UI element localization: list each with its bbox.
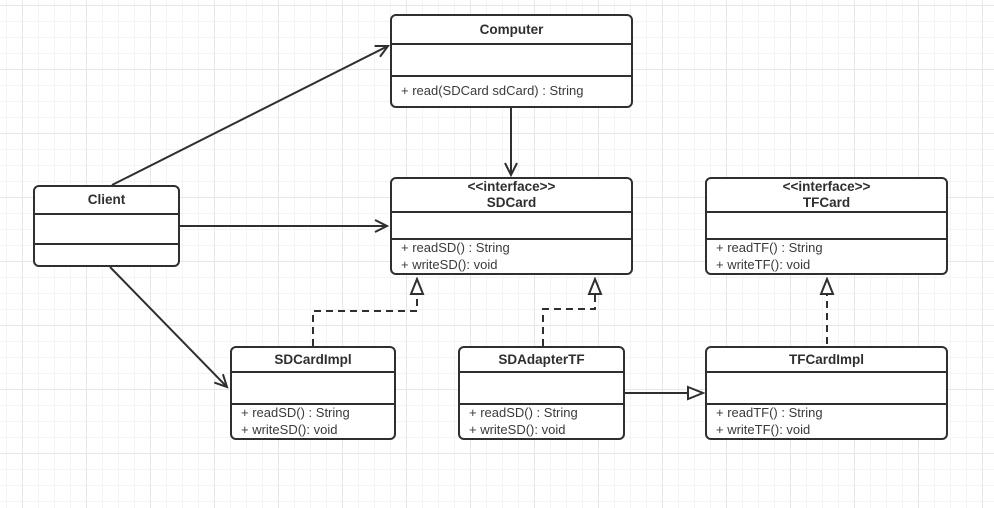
stereotype-label: <<interface>> [782, 179, 871, 194]
method-item: + writeTF(): void [716, 421, 811, 437]
attributes-section [232, 373, 394, 405]
class-title: Computer [392, 16, 631, 45]
method-item: + writeSD(): void [401, 256, 498, 272]
class-computer[interactable]: Computer + read(SDCard sdCard) : String [390, 14, 633, 108]
relation-client-computer[interactable] [111, 46, 388, 186]
attributes-section [460, 373, 623, 405]
attributes-section [392, 213, 631, 240]
methods-section: + readTF() : String + writeTF(): void [707, 405, 946, 438]
method-item: + writeTF(): void [716, 256, 811, 272]
methods-section: + readSD() : String + writeSD(): void [232, 405, 394, 438]
method-item: + readSD() : String [469, 405, 578, 420]
attributes-section [35, 215, 178, 245]
class-name: TFCard [802, 195, 851, 210]
method-item: + writeSD(): void [469, 421, 566, 437]
method-item: + readTF() : String [716, 240, 823, 255]
class-client[interactable]: Client [33, 185, 180, 267]
class-tfcardimpl[interactable]: TFCardImpl + readTF() : String + writeTF… [705, 346, 948, 440]
class-title: TFCardImpl [707, 348, 946, 374]
class-title: <<interface>> TFCard [707, 179, 946, 213]
method-item: + readSD() : String [241, 405, 350, 420]
class-title: <<interface>> SDCard [392, 179, 631, 213]
methods-section: + readSD() : String + writeSD(): void [392, 240, 631, 273]
relation-sdcardimpl-sdcard[interactable] [312, 279, 417, 346]
class-sdadaptertf[interactable]: SDAdapterTF + readSD() : String + writeS… [458, 346, 625, 440]
stereotype-label: <<interface>> [467, 179, 556, 194]
attributes-section [707, 213, 946, 240]
class-title: SDCardImpl [232, 348, 394, 374]
methods-section: + read(SDCard sdCard) : String [392, 77, 631, 106]
attributes-section [707, 373, 946, 405]
method-item: + writeSD(): void [241, 421, 338, 437]
class-name: SDCard [486, 195, 537, 210]
class-tfcard[interactable]: <<interface>> TFCard + readTF() : String… [705, 177, 948, 275]
class-title: Client [35, 187, 178, 215]
class-sdcard[interactable]: <<interface>> SDCard + readSD() : String… [390, 177, 633, 275]
method-item: + readTF() : String [716, 405, 823, 420]
relation-client-sdcardimpl[interactable] [109, 266, 227, 387]
methods-section [35, 245, 178, 265]
attributes-section [392, 45, 631, 77]
method-item: + read(SDCard sdCard) : String [401, 83, 584, 99]
methods-section: + readTF() : String + writeTF(): void [707, 240, 946, 273]
class-title: SDAdapterTF [460, 348, 623, 374]
class-sdcardimpl[interactable]: SDCardImpl + readSD() : String + writeSD… [230, 346, 396, 440]
method-item: + readSD() : String [401, 240, 510, 255]
relation-sdadaptertf-sdcard[interactable] [542, 279, 595, 346]
methods-section: + readSD() : String + writeSD(): void [460, 405, 623, 438]
